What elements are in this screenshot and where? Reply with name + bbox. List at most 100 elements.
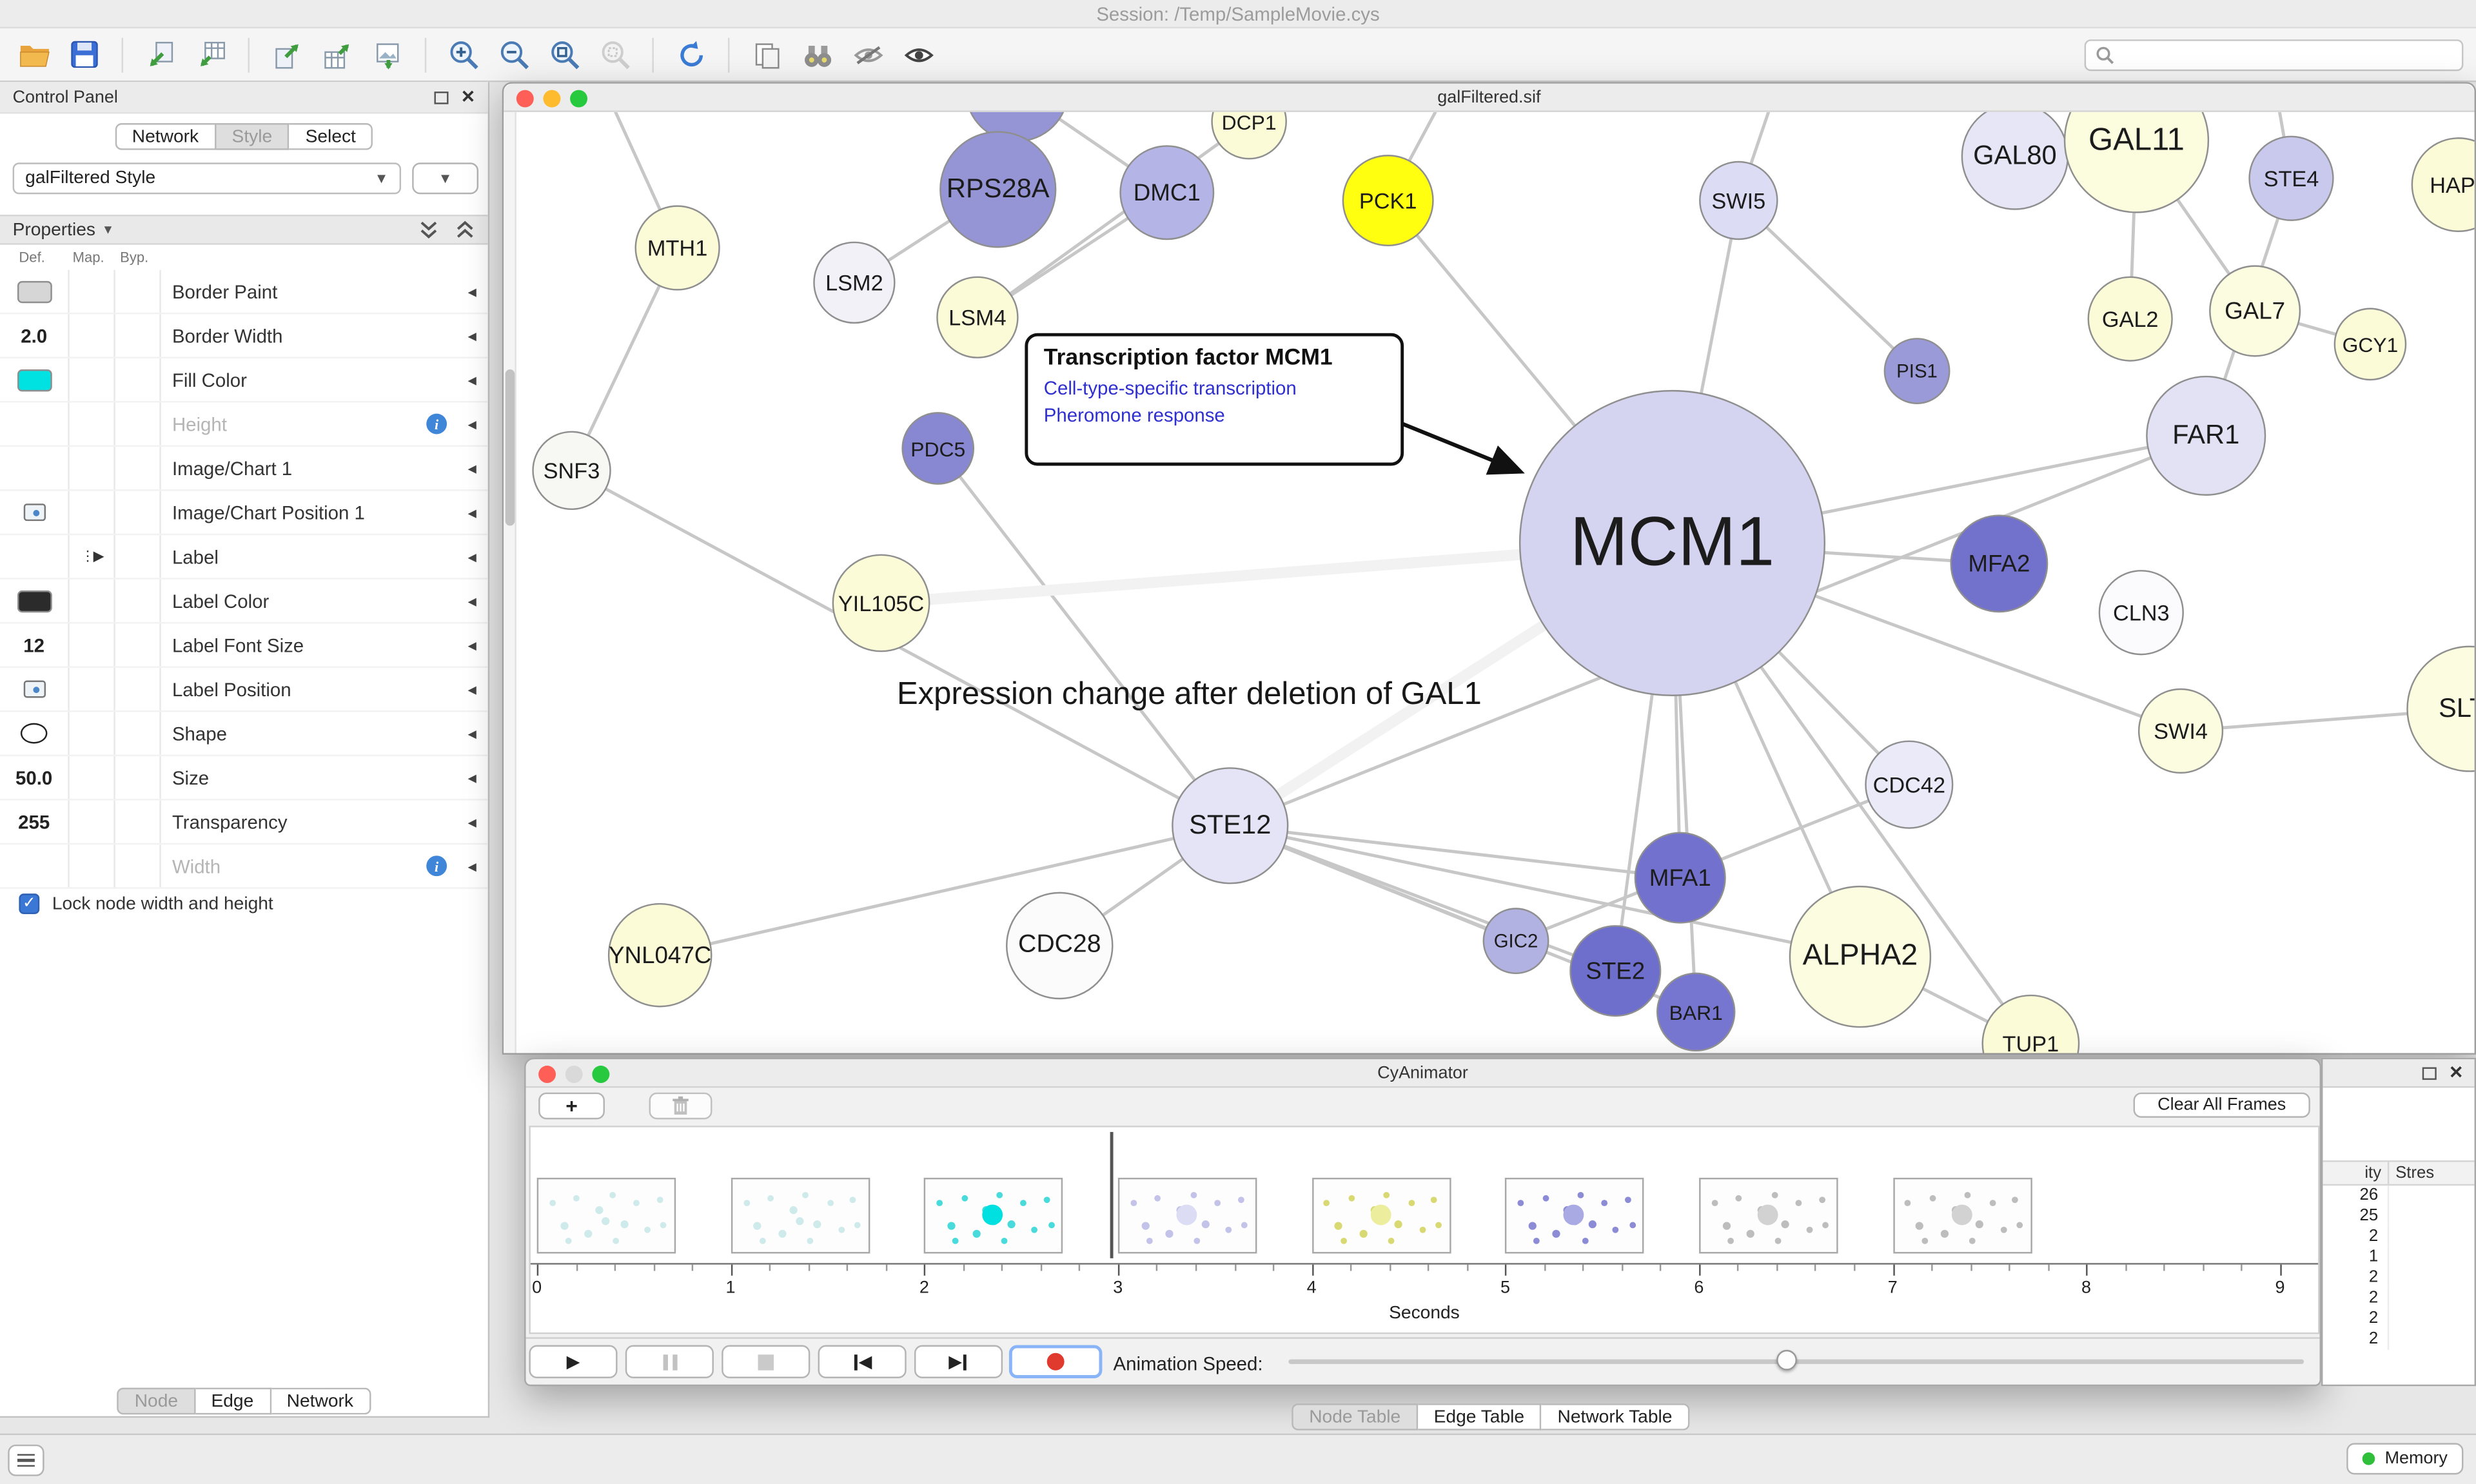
export-table-button[interactable]	[316, 34, 359, 75]
table-column-header[interactable]: ity	[2323, 1162, 2390, 1184]
annotation-box[interactable]: Transcription factor MCM1 Cell-type-spec…	[1025, 333, 1404, 466]
collapse-all-icon[interactable]	[418, 219, 439, 240]
node-cdc28[interactable]: CDC28	[1006, 892, 1114, 1000]
frame-thumbnail-1[interactable]	[536, 1177, 676, 1254]
expand-row-icon[interactable]: ◄	[465, 416, 480, 432]
node-pdc5[interactable]: PDC5	[901, 412, 975, 485]
lock-size-checkbox[interactable]: ✓	[19, 893, 40, 914]
position-widget-icon[interactable]	[23, 503, 45, 522]
add-frame-button[interactable]: +	[538, 1092, 605, 1120]
node-gic2[interactable]: GIC2	[1482, 908, 1549, 975]
table-row[interactable]: 2	[2323, 1288, 2474, 1309]
speed-slider-thumb[interactable]	[1776, 1349, 1798, 1371]
zoom-fit-button[interactable]	[543, 34, 585, 75]
table-row[interactable]: 26	[2323, 1186, 2474, 1207]
global-search-field[interactable]	[2084, 39, 2464, 70]
node-gal7[interactable]: GAL7	[2209, 265, 2301, 357]
frame-thumbnail-3[interactable]	[924, 1177, 1063, 1254]
color-swatch[interactable]	[16, 280, 52, 302]
import-network-button[interactable]	[139, 34, 182, 75]
float-window-icon[interactable]	[2422, 1066, 2437, 1079]
record-button[interactable]	[1008, 1345, 1103, 1378]
property-row-border-paint[interactable]: Border Paint◄	[0, 269, 488, 315]
expand-row-icon[interactable]: ◄	[465, 283, 480, 300]
color-swatch[interactable]	[16, 589, 52, 612]
node-pck1[interactable]: PCK1	[1342, 155, 1434, 247]
show-all-button[interactable]	[897, 34, 939, 75]
node-gal2[interactable]: GAL2	[2087, 276, 2173, 362]
node-tup1[interactable]: TUP1	[1981, 994, 2080, 1053]
close-icon[interactable]: ✕	[2448, 1064, 2464, 1084]
expand-row-icon[interactable]: ◄	[465, 327, 480, 344]
show-panels-button[interactable]	[8, 1444, 44, 1476]
table-tab-edge-table[interactable]: Edge Table	[1418, 1403, 1542, 1430]
node-ynl047c[interactable]: YNL047C	[607, 903, 712, 1008]
table-row[interactable]: 2	[2323, 1226, 2474, 1247]
expand-row-icon[interactable]: ◄	[465, 592, 480, 609]
node-mfa1[interactable]: MFA1	[1634, 832, 1726, 924]
delete-frame-button[interactable]	[649, 1092, 712, 1120]
annotation-link[interactable]: Pheromone response	[1043, 404, 1225, 426]
clear-all-frames-button[interactable]: Clear All Frames	[2133, 1092, 2310, 1118]
property-row-image-chart-1[interactable]: Image/Chart 1◄	[0, 447, 488, 491]
node-rps28a[interactable]: RPS28A	[939, 131, 1057, 248]
node-gcy1[interactable]: GCY1	[2334, 308, 2407, 381]
node-swi5[interactable]: SWI5	[1699, 161, 1778, 240]
node-slt2[interactable]: SLT2	[2406, 645, 2475, 772]
import-table-button[interactable]	[190, 34, 232, 75]
save-session-button[interactable]	[63, 34, 106, 75]
table-tab-network-table[interactable]: Network Table	[1542, 1403, 1690, 1430]
style-select-dropdown[interactable]: galFiltered Style ▼	[12, 162, 402, 195]
frame-thumbnail-2[interactable]	[730, 1177, 870, 1254]
memory-button[interactable]: Memory	[2346, 1443, 2464, 1475]
property-row-label-color[interactable]: Label Color◄	[0, 579, 488, 624]
expand-row-icon[interactable]: ◄	[465, 549, 480, 565]
node-far1[interactable]: FAR1	[2146, 375, 2266, 496]
expand-row-icon[interactable]: ◄	[465, 769, 480, 786]
expand-row-icon[interactable]: ◄	[465, 460, 480, 476]
frame-thumbnail-5[interactable]	[1312, 1177, 1451, 1254]
search-network-button[interactable]	[796, 34, 838, 75]
minimize-traffic-light[interactable]	[543, 89, 561, 107]
pause-button[interactable]	[625, 1345, 714, 1378]
mapping-icon[interactable]: ⋮▶	[80, 547, 104, 564]
close-traffic-light[interactable]	[516, 89, 534, 107]
property-row-fill-color[interactable]: Fill Color◄	[0, 358, 488, 403]
next-frame-button[interactable]: ▶	[914, 1345, 1003, 1378]
scrollbar-thumb[interactable]	[505, 369, 515, 526]
table-tab-node-table[interactable]: Node Table	[1292, 1403, 1419, 1430]
panel-tab-edge[interactable]: Edge	[195, 1387, 271, 1415]
close-icon[interactable]: ✕	[460, 88, 476, 108]
node-mcm1[interactable]: MCM1	[1518, 389, 1826, 697]
node-lsm2[interactable]: LSM2	[813, 241, 896, 324]
node-cdc42[interactable]: CDC42	[1865, 740, 1954, 829]
node-bar1[interactable]: BAR1	[1656, 972, 1736, 1052]
node-gal80[interactable]: GAL80	[1961, 112, 2069, 210]
maximize-traffic-light[interactable]	[592, 1064, 610, 1082]
node-mth1[interactable]: MTH1	[634, 205, 720, 291]
table-row[interactable]: 25	[2323, 1206, 2474, 1227]
node-swi4[interactable]: SWI4	[2137, 688, 2224, 774]
color-swatch[interactable]	[16, 368, 52, 391]
table-row[interactable]: 1	[2323, 1247, 2474, 1268]
cyanimator-titlebar[interactable]: CyAnimator	[526, 1059, 2320, 1088]
expand-row-icon[interactable]: ◄	[465, 814, 480, 830]
property-row-shape[interactable]: Shape◄	[0, 712, 488, 757]
tab-style[interactable]: Style	[216, 123, 290, 150]
node-lsm4[interactable]: LSM4	[936, 276, 1019, 358]
expand-row-icon[interactable]: ◄	[465, 504, 480, 520]
node-alpha2[interactable]: ALPHA2	[1789, 885, 1932, 1028]
node-hap2[interactable]: HAP2	[2411, 137, 2475, 233]
zoom-selected-button[interactable]	[594, 34, 636, 75]
node-ste12[interactable]: STE12	[1172, 767, 1289, 884]
node-mfa2[interactable]: MFA2	[1950, 514, 2049, 613]
timeline-playhead[interactable]	[1110, 1131, 1113, 1258]
hide-selected-button[interactable]	[847, 34, 889, 75]
network-canvas[interactable]: RPS28ADMC1DCP1PCK1SWI5GAL80GAL11STE4HAP2…	[504, 112, 2475, 1053]
node-yil105c[interactable]: YIL105C	[832, 554, 930, 652]
